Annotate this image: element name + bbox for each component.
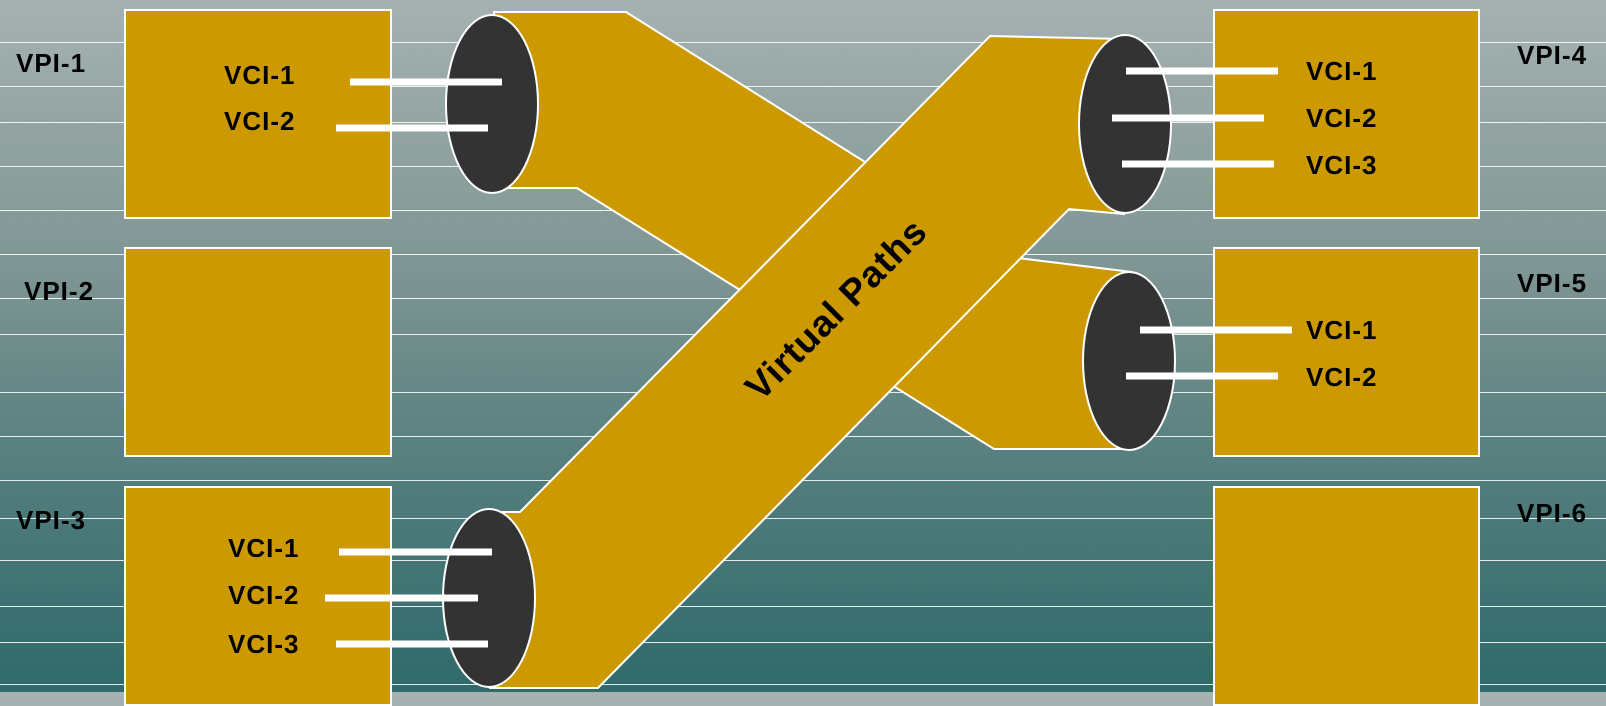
- vci-label: VCI-2: [1306, 105, 1377, 131]
- vci-label: VCI-3: [228, 631, 299, 657]
- vpi-6-label: VPI-6: [1517, 500, 1587, 526]
- tube-end-vpi-5: [1083, 272, 1175, 450]
- vci-label: VCI-1: [228, 535, 299, 561]
- vpi-2-label: VPI-2: [24, 278, 94, 304]
- vci-label: VCI-1: [1306, 317, 1377, 343]
- vpi-4-label: VPI-4: [1517, 42, 1587, 68]
- vci-label: VCI-2: [224, 108, 295, 134]
- vpi-1-label: VPI-1: [16, 50, 86, 76]
- tube-end-vpi-4: [1079, 35, 1171, 213]
- vci-label: VCI-2: [228, 582, 299, 608]
- vpi-3-label: VPI-3: [16, 507, 86, 533]
- vpi-5-label: VPI-5: [1517, 270, 1587, 296]
- vci-label: VCI-3: [1306, 152, 1377, 178]
- vci-label: VCI-1: [1306, 58, 1377, 84]
- tube-end-vpi-1: [446, 15, 538, 193]
- vci-label: VCI-1: [224, 62, 295, 88]
- vci-label: VCI-2: [1306, 364, 1377, 390]
